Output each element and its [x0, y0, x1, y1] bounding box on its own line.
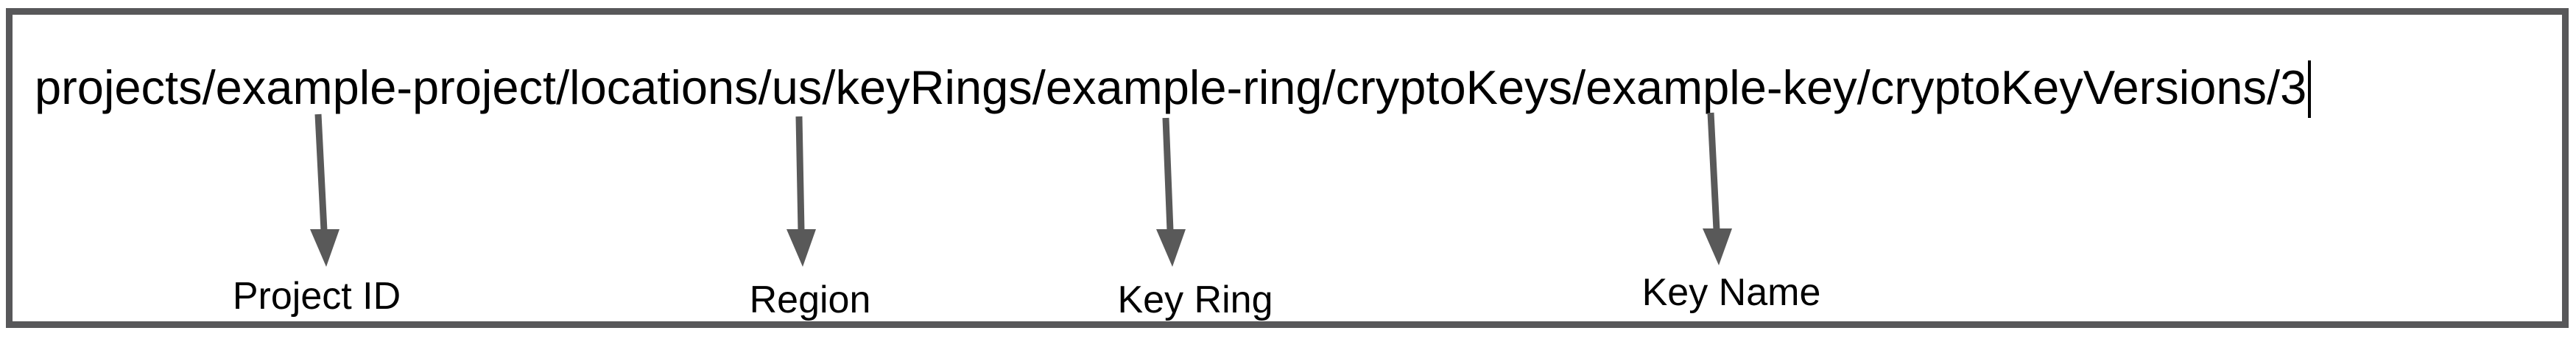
annotation-label-key-name: Key Name: [1641, 271, 1821, 314]
annotation-label-region: Region: [749, 279, 871, 321]
resource-path-text: projects/example-project/locations/us/ke…: [35, 60, 2307, 114]
resource-path-field[interactable]: projects/example-project/locations/us/ke…: [6, 8, 2569, 328]
annotation-label-key-ring: Key Ring: [1117, 279, 1273, 321]
resource-path-line: projects/example-project/locations/us/ke…: [35, 60, 2312, 118]
annotation-label-project-id: Project ID: [232, 275, 401, 318]
text-cursor: [2308, 60, 2312, 118]
